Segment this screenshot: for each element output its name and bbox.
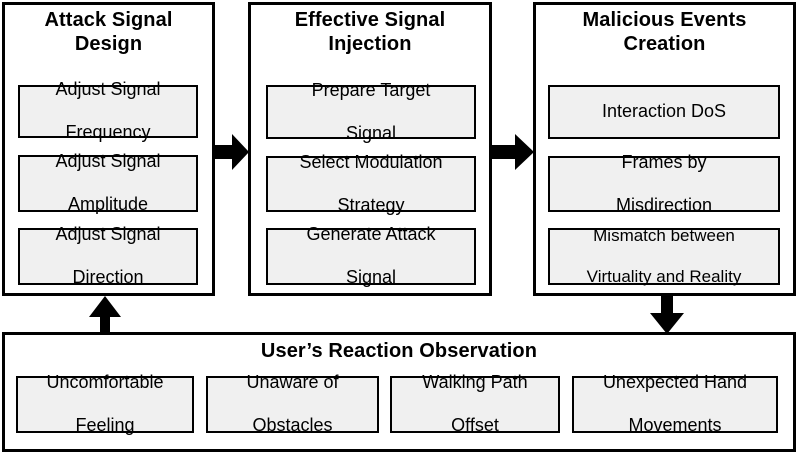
stage-title-line1: Malicious Events (582, 9, 747, 31)
arrow-events-to-observation-icon (650, 296, 684, 334)
item-line1: Interaction DoS (601, 101, 727, 122)
stage-title-line2: Injection (328, 32, 412, 55)
item-line2: Frequency (65, 122, 151, 143)
item-line2: Signal (345, 122, 397, 143)
stage-title-line1: Attack Signal (44, 9, 173, 31)
item-line1: Select Modulation (299, 151, 443, 172)
observation-title: User’s Reaction Observation (260, 340, 538, 362)
item-adjust-signal-direction[interactable]: Adjust Signal Direction (18, 224, 198, 287)
item-line2: Obstacles (252, 415, 333, 436)
item-line2: Virtuality and Reality (586, 266, 742, 286)
item-line1: Walking Path (422, 372, 528, 393)
item-line1: Adjust Signal (55, 224, 161, 245)
item-adjust-signal-frequency[interactable]: Adjust Signal Frequency (18, 79, 198, 142)
stage-title-attack-signal-design: Attack Signal Design (5, 5, 212, 56)
item-line1: Prepare Target (311, 79, 431, 100)
stage-title-line1: Effective Signal (294, 9, 446, 31)
item-line2: Movements (628, 415, 722, 436)
item-line1: Unexpected Hand (602, 372, 748, 393)
stage-title-malicious-events-creation: Malicious Events Creation (536, 5, 793, 56)
item-line2: Signal (345, 267, 397, 288)
item-line1: Mismatch between (593, 225, 735, 245)
item-prepare-target-signal[interactable]: Prepare Target Signal (266, 80, 476, 143)
item-line1: Frames by (621, 151, 707, 172)
item-line2: Amplitude (67, 194, 149, 215)
item-line1: Adjust Signal (55, 79, 161, 100)
item-line2: Offset (451, 415, 499, 436)
item-line2: Strategy (337, 194, 405, 215)
item-unexpected-hand-movements[interactable]: Unexpected Hand Movements (572, 372, 778, 435)
item-uncomfortable-feeling[interactable]: Uncomfortable Feeling (16, 372, 194, 435)
item-line2: Feeling (75, 415, 135, 436)
item-unaware-of-obstacles[interactable]: Unaware of Obstacles (206, 372, 379, 435)
stage-title-effective-signal-injection: Effective Signal Injection (251, 5, 489, 56)
arrow-design-to-injection-icon (215, 132, 249, 172)
item-line1: Uncomfortable (46, 372, 164, 393)
item-frames-by-misdirection[interactable]: Frames by Misdirection (548, 152, 780, 215)
stage-title-line2: Creation (623, 32, 706, 55)
item-adjust-signal-amplitude[interactable]: Adjust Signal Amplitude (18, 151, 198, 214)
arrow-observation-to-design-icon (89, 296, 121, 334)
item-line1: Adjust Signal (55, 151, 161, 172)
item-generate-attack-signal[interactable]: Generate Attack Signal (266, 224, 476, 287)
item-mismatch-virtuality-reality[interactable]: Mismatch between Virtuality and Reality (548, 225, 780, 286)
item-line2: Direction (72, 267, 144, 288)
item-select-modulation-strategy[interactable]: Select Modulation Strategy (266, 152, 476, 215)
item-interaction-dos[interactable]: Interaction DoS (548, 85, 780, 139)
item-line2: Misdirection (615, 194, 713, 215)
item-line1: Unaware of (246, 372, 339, 393)
stage-title-line2: Design (74, 32, 143, 55)
item-line1: Generate Attack (306, 224, 436, 245)
arrow-injection-to-events-icon (492, 132, 534, 172)
item-walking-path-offset[interactable]: Walking Path Offset (390, 372, 560, 435)
